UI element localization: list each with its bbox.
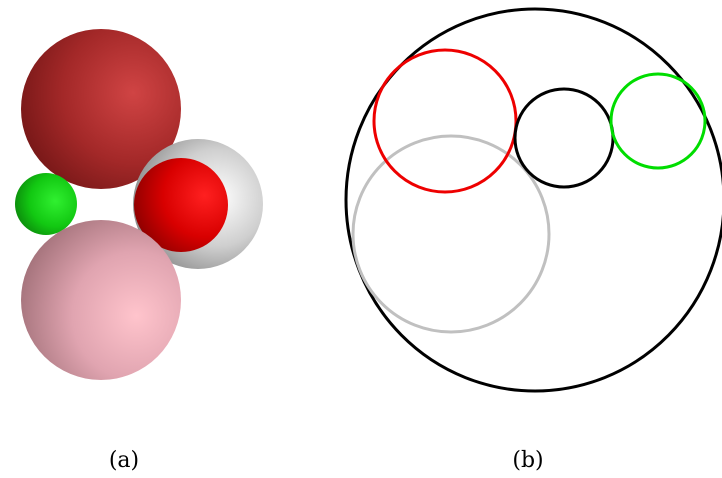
sphere-green [15, 173, 77, 235]
inner-black-circle [513, 87, 615, 189]
gray-circle [351, 134, 551, 334]
caption-b: (b) [512, 448, 544, 473]
panel-a [15, 29, 263, 380]
caption-a: (a) [108, 448, 140, 473]
green-circle [609, 72, 707, 170]
red-circle [372, 48, 518, 194]
panel-b [344, 7, 722, 393]
sphere-pink-large [21, 220, 181, 380]
sphere-darkred-large [21, 29, 181, 189]
outer-black-circle [344, 7, 722, 393]
sphere-red [134, 158, 228, 252]
